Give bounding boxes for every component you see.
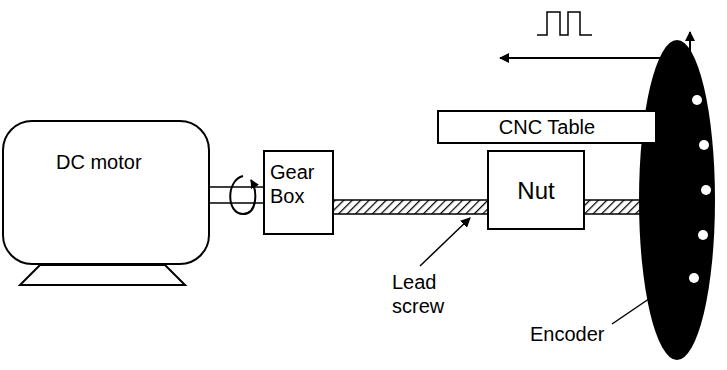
encoder-holes bbox=[689, 95, 711, 283]
rotation-arrow bbox=[230, 176, 255, 214]
signal-arrow bbox=[500, 57, 690, 59]
box-label: DC motor bbox=[56, 150, 146, 174]
part-label: Lead screw bbox=[392, 270, 456, 318]
motor-base bbox=[20, 265, 185, 285]
box-label: Gear Box bbox=[270, 160, 328, 208]
lead-screw bbox=[333, 200, 488, 214]
box-label: CNC Table bbox=[443, 115, 651, 139]
motor-box: DC motor bbox=[2, 120, 210, 265]
leader-line bbox=[420, 218, 470, 266]
gearbox-box: Gear Box bbox=[263, 150, 334, 235]
nut-box: Nut bbox=[487, 150, 585, 230]
part-label: Encoder bbox=[530, 322, 605, 346]
pulse-signal bbox=[537, 12, 592, 35]
signal-arrow bbox=[689, 32, 691, 58]
leader-line bbox=[612, 290, 662, 324]
table-box: CNC Table bbox=[437, 110, 657, 144]
box-label: Nut bbox=[493, 176, 579, 205]
encoder-disk bbox=[639, 40, 715, 360]
